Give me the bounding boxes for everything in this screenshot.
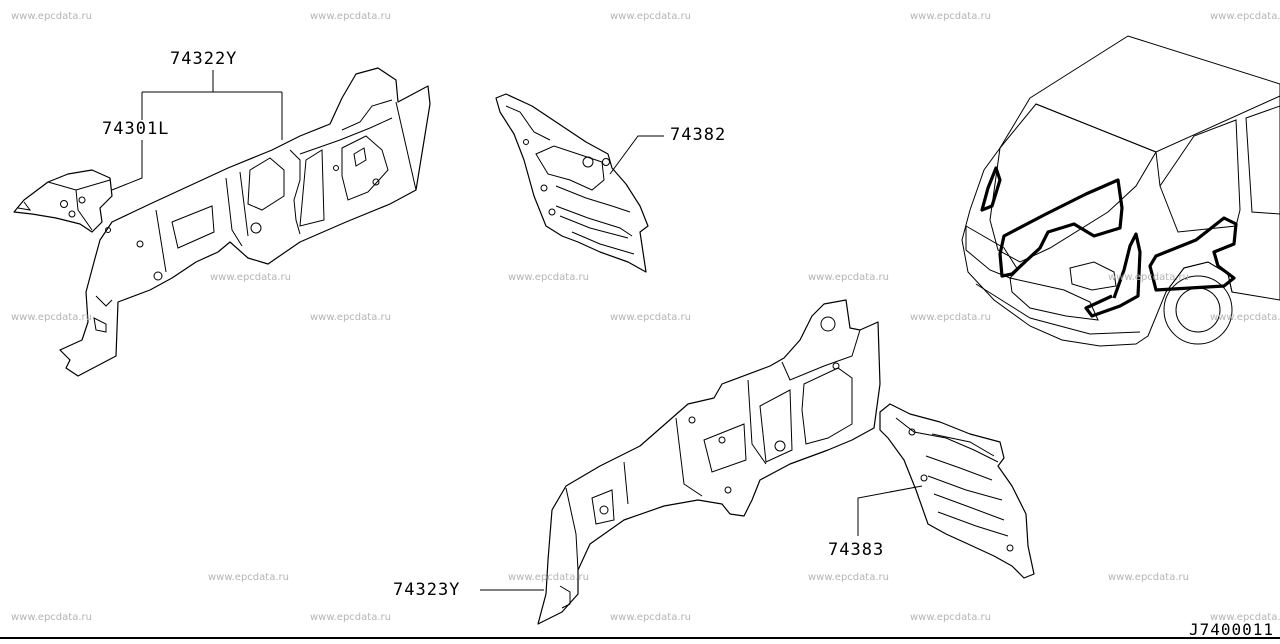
- watermark: www.epcdata.ru: [610, 612, 691, 623]
- part-callout-74382[interactable]: 74382: [670, 125, 727, 145]
- watermark: www.epcdata.ru: [1108, 272, 1189, 283]
- watermark: www.epcdata.ru: [610, 11, 691, 22]
- watermark: www.epcdata.ru: [210, 272, 291, 283]
- watermark: www.epcdata.ru: [310, 312, 391, 323]
- watermark: www.epcdata.ru: [1108, 572, 1189, 583]
- watermark: www.epcdata.ru: [1210, 312, 1280, 323]
- watermark: www.epcdata.ru: [508, 572, 589, 583]
- part-callout-74301L[interactable]: 74301L: [102, 119, 170, 139]
- dash-panel-right-assembly[interactable]: [537, 299, 881, 625]
- watermark: www.epcdata.ru: [1210, 11, 1280, 22]
- vehicle-location-thumbnail: [961, 35, 1280, 347]
- watermark: www.epcdata.ru: [910, 11, 991, 22]
- part-callout-74383[interactable]: 74383: [828, 540, 885, 560]
- watermark: www.epcdata.ru: [610, 312, 691, 323]
- bottom-border: [0, 637, 1280, 639]
- watermark: www.epcdata.ru: [910, 612, 991, 623]
- dash-panel-left-assembly[interactable]: [13, 67, 431, 377]
- dash-side-lower-part[interactable]: [879, 403, 1035, 579]
- watermark: www.epcdata.ru: [11, 11, 92, 22]
- watermark: www.epcdata.ru: [208, 572, 289, 583]
- part-callout-74323Y[interactable]: 74323Y: [393, 580, 461, 600]
- watermark: www.epcdata.ru: [11, 312, 92, 323]
- leader-lines-left: [111, 70, 283, 191]
- leader-line-74382: [609, 135, 664, 175]
- watermark: www.epcdata.ru: [310, 11, 391, 22]
- watermark: www.epcdata.ru: [310, 612, 391, 623]
- watermark: www.epcdata.ru: [11, 612, 92, 623]
- diagram-code: J7400011: [1188, 620, 1274, 639]
- leader-line-74383: [857, 485, 923, 536]
- watermark: www.epcdata.ru: [910, 312, 991, 323]
- watermark: www.epcdata.ru: [1210, 612, 1280, 623]
- part-callout-74322Y[interactable]: 74322Y: [170, 49, 238, 69]
- watermark: www.epcdata.ru: [808, 272, 889, 283]
- watermark: www.epcdata.ru: [508, 272, 589, 283]
- dash-side-upper-part[interactable]: [495, 93, 649, 273]
- watermark: www.epcdata.ru: [808, 572, 889, 583]
